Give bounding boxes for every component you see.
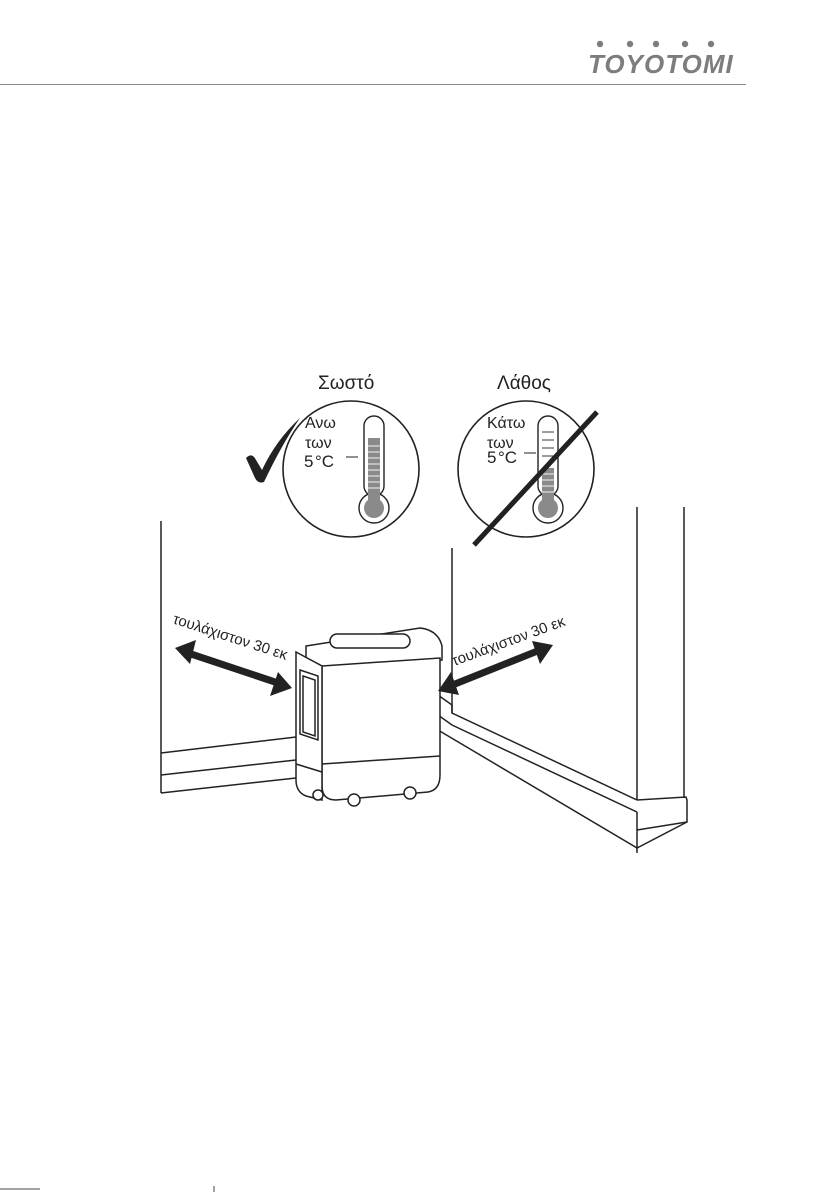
wrong-temp-value: 5 <box>487 448 496 467</box>
correct-line2: των <box>305 435 332 452</box>
thermometer-low-icon <box>533 416 563 523</box>
thermometer-full-icon <box>359 416 389 523</box>
correct-title: Σωστό <box>318 373 374 394</box>
page-edge-marks <box>0 1186 823 1192</box>
correct-temp-unit: °C <box>315 452 334 471</box>
dehumidifier-unit <box>296 628 442 806</box>
wrong-temp-unit: °C <box>498 448 517 467</box>
wrong-panel: Λάθος Κάτω των 5 °C <box>458 373 597 545</box>
correct-panel: Σωστό Άνω των 5 °C <box>246 373 419 537</box>
wrong-circle <box>458 401 594 537</box>
correct-temp-value: 5 <box>304 452 313 471</box>
wrong-line1: Κάτω <box>487 415 525 432</box>
wrong-title: Λάθος <box>497 373 551 394</box>
correct-line1: Άνω <box>305 415 336 432</box>
